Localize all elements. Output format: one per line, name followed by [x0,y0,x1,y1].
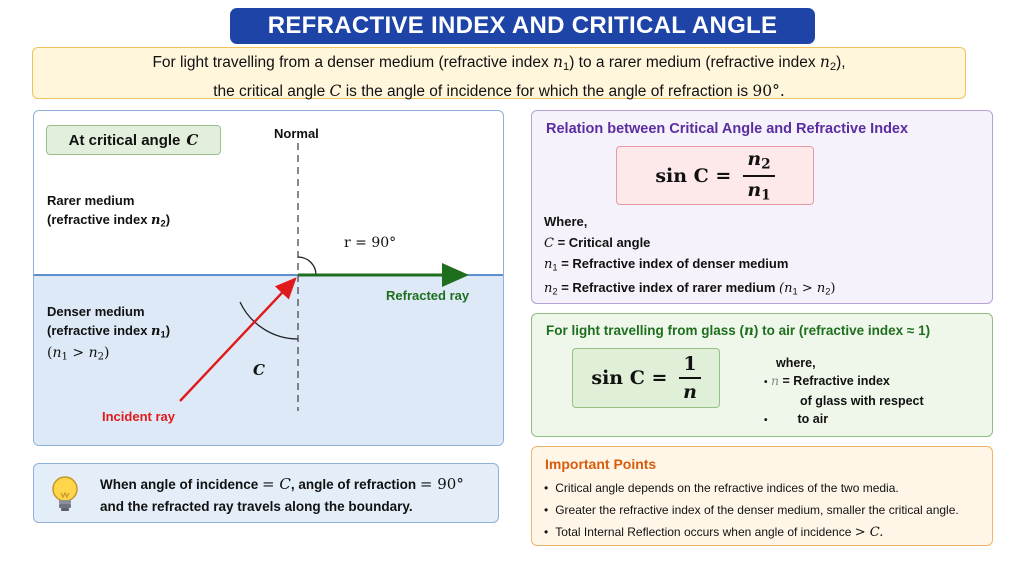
relation-panel: Relation between Critical Angle and Refr… [531,110,993,304]
glass-air-panel: For light travelling from glass (n) to a… [531,313,993,437]
list-item: •Greater the refractive index of the den… [544,503,959,517]
denser-medium-label: Denser medium (refractive index n1) (n1 … [47,302,170,367]
intro-line-1: For light travelling from a denser mediu… [152,53,846,73]
normal-label: Normal [274,126,319,141]
refracted-ray-label: Refracted ray [386,288,470,303]
insight-text: When angle of incidence = C, angle of re… [100,475,464,514]
relation-formula: sin C = n2 n1 [616,146,814,205]
list-item: •Critical angle depends on the refractiv… [544,481,899,495]
insight-box: When angle of incidence = C, angle of re… [33,463,499,523]
incident-ray-label: Incident ray [102,409,175,424]
points-list: •Critical angle depends on the refractiv… [544,477,959,544]
refraction-diagram: At critical angle C Normal Rarer medium … [33,110,504,446]
denser-medium-region [34,275,503,445]
incident-ray [179,277,297,402]
refraction-angle-arc [297,256,317,276]
glass-header: For light travelling from glass (n) to a… [546,323,931,339]
relation-definitions: Where, C = Critical angle n1 = Refractiv… [544,214,836,297]
critical-angle-arc [239,301,299,340]
rarer-medium-label: Rarer medium (refractive index n2) [47,193,171,229]
refraction-angle-label: r = 90° [344,235,397,251]
critical-angle-tag: At critical angle C [46,125,221,155]
glass-formula: sin C = 1 n [572,348,720,408]
glass-definition: where, • n = Refractive index of glass w… [764,356,924,426]
important-points-panel: Important Points •Critical angle depends… [531,446,993,546]
intro-panel: For light travelling from a denser mediu… [32,47,966,100]
intro-line-2: the critical angle C is the angle of inc… [213,81,785,100]
page-title: REFRACTIVE INDEX AND CRITICAL ANGLE [230,8,815,44]
index-condition: (n1 > n2) [47,345,110,363]
light-bulb-icon [52,476,78,511]
list-item: •Total Internal Reflection occurs when a… [544,525,884,540]
critical-angle-label: C [253,361,265,379]
relation-header: Relation between Critical Angle and Refr… [546,121,909,137]
ray-diagram-svg [34,143,503,411]
points-header: Important Points [545,456,657,472]
